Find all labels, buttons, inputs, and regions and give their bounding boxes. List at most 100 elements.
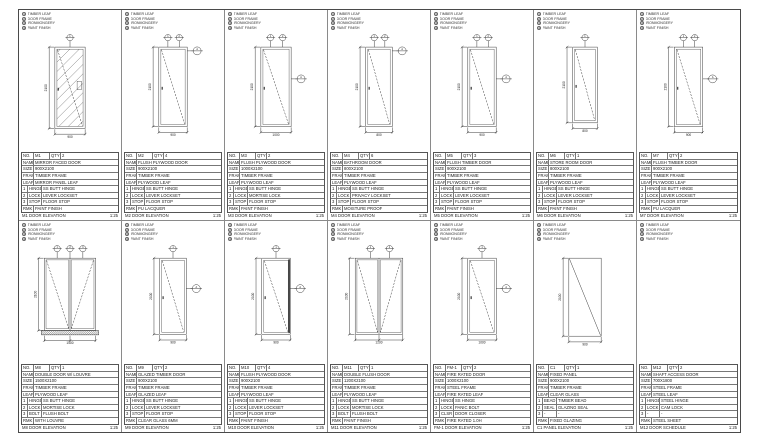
legend-index: 2	[125, 227, 129, 232]
table-cell: STEEL FRAME	[445, 384, 530, 391]
legend-label: DOOR FRAME	[27, 16, 52, 21]
table-row: FRAMETIMBER FRAME	[537, 171, 633, 179]
table-cell: TIMBER FRAME	[33, 172, 118, 179]
table-cell: SIZE	[332, 378, 342, 384]
table-row: NAMEGLAZED TIMBER DOOR	[125, 370, 221, 378]
table-row: FRAMETIMBER FRAME	[537, 383, 633, 391]
table-cell: TIMBER FRAME	[342, 172, 427, 179]
legend-label: PAINT FINISH	[336, 25, 360, 30]
legend-label: IRONMONGERY	[336, 21, 365, 26]
table-cell: RMK	[126, 417, 136, 423]
table-cell: NO.	[23, 365, 31, 371]
door-size: 900X2100	[33, 166, 118, 172]
table-cell: LEAF	[435, 179, 445, 185]
table-cell: LOCK	[233, 404, 247, 411]
door-qty: 2	[60, 153, 118, 159]
panel-scale: 1:25	[418, 424, 427, 430]
table-cell: RMK	[538, 417, 548, 423]
table-cell: SS BUTT HINGE	[144, 186, 221, 192]
svg-text:2: 2	[694, 35, 696, 38]
table-row: FRAMESTEEL FRAME	[434, 383, 530, 391]
legend-index: 4	[537, 26, 541, 31]
table-cell: QTY	[564, 153, 575, 159]
table-cell: RMK	[229, 417, 239, 423]
table-cell: FLOOR STOP	[41, 199, 118, 205]
table-cell: PU LACQUER	[136, 205, 221, 212]
table-cell: LOCK	[27, 192, 41, 199]
spec-table: NO.M3QTY2NAMEFLUSH PLYWOOD DOORSIZE1000X…	[227, 152, 325, 213]
table-cell: NO.	[435, 365, 443, 371]
panel-scale: 1:25	[212, 424, 221, 430]
table-cell: FLOOR STOP	[144, 411, 221, 417]
door-name: MIRROR FACED DOOR	[33, 159, 118, 166]
table-cell: BEAD	[542, 398, 556, 404]
table-cell: NO.	[126, 153, 134, 159]
svg-text:1200: 1200	[375, 341, 382, 345]
legend-label: DOOR FRAME	[336, 16, 361, 21]
table-cell: RMK	[332, 205, 342, 211]
legend-label: IRONMONGERY	[439, 232, 468, 237]
legend-index: 4	[331, 237, 335, 242]
table-cell: FLOOR STOP	[556, 199, 633, 205]
table-row: FRAMETIMBER FRAME	[22, 171, 118, 179]
svg-text:900: 900	[582, 343, 588, 347]
table-cell: -	[556, 411, 633, 417]
table-cell: TIMBER FRAME	[136, 172, 221, 179]
legend-index: 3	[22, 232, 26, 237]
table-cell: TIMBER BEAD	[556, 398, 633, 404]
table-cell: LEAF	[435, 391, 445, 397]
table-cell: CLEAR GLASS 6MM	[136, 417, 221, 424]
svg-text:2100: 2100	[457, 292, 461, 299]
legend-index: 3	[125, 232, 129, 237]
panel-title: M11 DOOR ELEVATION	[331, 424, 377, 430]
door-code: M9	[136, 365, 152, 371]
table-cell: RMK	[435, 417, 445, 423]
legend-label: TIMBER LEAF	[336, 223, 361, 227]
table-cell: 3	[332, 411, 335, 417]
table-cell: 1	[23, 186, 26, 192]
table-cell: NO.	[641, 365, 649, 371]
door-size: 900X2100	[136, 378, 221, 384]
svg-text:A: A	[300, 76, 302, 79]
spec-table: NO.M2QTY4NAMEFLUSH PLYWOOD DOORSIZE900X2…	[124, 152, 222, 213]
legend-label: PAINT FINISH	[439, 236, 463, 241]
spec-table: NO.M11QTY1NAMEDOUBLE FLUSH DOORSIZE1200X…	[330, 364, 428, 425]
svg-text:2100: 2100	[148, 83, 152, 90]
table-cell: QTY	[255, 365, 266, 371]
table-cell: 1	[332, 398, 335, 404]
table-cell: FLOOR STOP	[659, 199, 737, 205]
svg-text:2100: 2100	[344, 292, 348, 299]
table-cell: HINGE	[645, 186, 659, 192]
door-size: 900X2100	[239, 378, 324, 384]
table-cell: NO.	[641, 153, 649, 159]
table-cell: QTY	[667, 153, 678, 159]
table-cell: HINGE	[27, 398, 41, 404]
legend-label: TIMBER LEAF	[645, 12, 670, 16]
svg-text:1: 1	[370, 246, 372, 249]
